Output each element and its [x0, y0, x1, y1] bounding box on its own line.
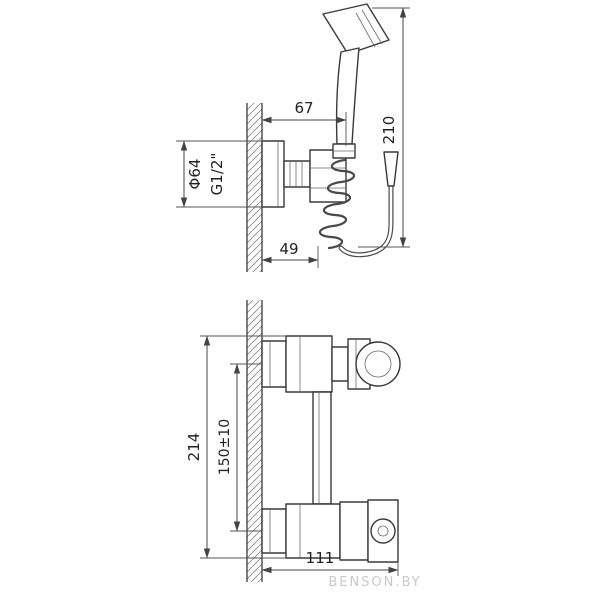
dim-150: 150±10	[217, 363, 262, 532]
dim-49: 49	[261, 240, 319, 268]
flange-outline	[261, 140, 285, 208]
hose-cone-fitting	[383, 151, 399, 187]
holder-mid	[339, 501, 369, 561]
dim-150-label: 150±10	[217, 419, 233, 475]
dim-111: 111	[261, 549, 399, 576]
sprayer-handle	[335, 47, 360, 145]
sprayer-nozzle-face	[355, 9, 383, 48]
nipple-outline	[283, 160, 311, 188]
dim-214: 214	[185, 335, 286, 559]
bottom-view: 214 150±10 111	[185, 300, 401, 582]
thread-lines	[289, 161, 303, 187]
shower-hose	[318, 151, 399, 258]
dim-111-label: 111	[306, 549, 335, 567]
holder-socket-hole	[370, 518, 396, 544]
knob-face-inner	[364, 350, 392, 378]
wall-flange	[261, 140, 285, 208]
knob-face	[355, 341, 401, 387]
dim-214-label: 214	[185, 433, 203, 462]
bracket-body	[285, 503, 341, 559]
dim-210: 210	[358, 7, 410, 248]
holder-socket-hole-inner	[377, 525, 389, 537]
bottom-bracket	[261, 499, 399, 563]
riser-pipe	[312, 391, 332, 505]
hose-coil	[318, 158, 356, 250]
dim-210-label: 210	[380, 116, 398, 145]
pipe-outline	[312, 391, 332, 505]
wall-section-top	[246, 103, 263, 272]
dim-flange-thread: Φ64 G1/2"	[176, 140, 262, 208]
dim-thread-label: G1/2"	[208, 153, 226, 196]
wall-hatch	[247, 103, 262, 272]
dim-67-label: 67	[294, 99, 313, 117]
dim-flange-extensions	[176, 140, 262, 208]
dim-67: 67	[261, 99, 347, 146]
dim-49-label: 49	[279, 240, 298, 258]
hose-tube-inner	[339, 184, 393, 257]
top-view: 67 210 Φ64 G1/2" 49	[176, 3, 410, 272]
bidet-sprayer	[322, 3, 390, 159]
valve-neck	[331, 346, 349, 382]
valve-wall-flange	[261, 340, 287, 388]
dim-flange-label: Φ64	[186, 159, 204, 190]
thread-nipple	[283, 160, 311, 188]
valve-assembly	[261, 335, 401, 393]
sprayer-head	[322, 3, 390, 55]
wall-hatch	[247, 300, 262, 582]
dim-214-extensions	[200, 335, 286, 559]
bracket-wall-flange	[261, 508, 287, 554]
wall-section-bottom	[246, 300, 263, 582]
valve-body	[285, 335, 333, 393]
watermark-text: BENSON.BY	[328, 575, 421, 590]
